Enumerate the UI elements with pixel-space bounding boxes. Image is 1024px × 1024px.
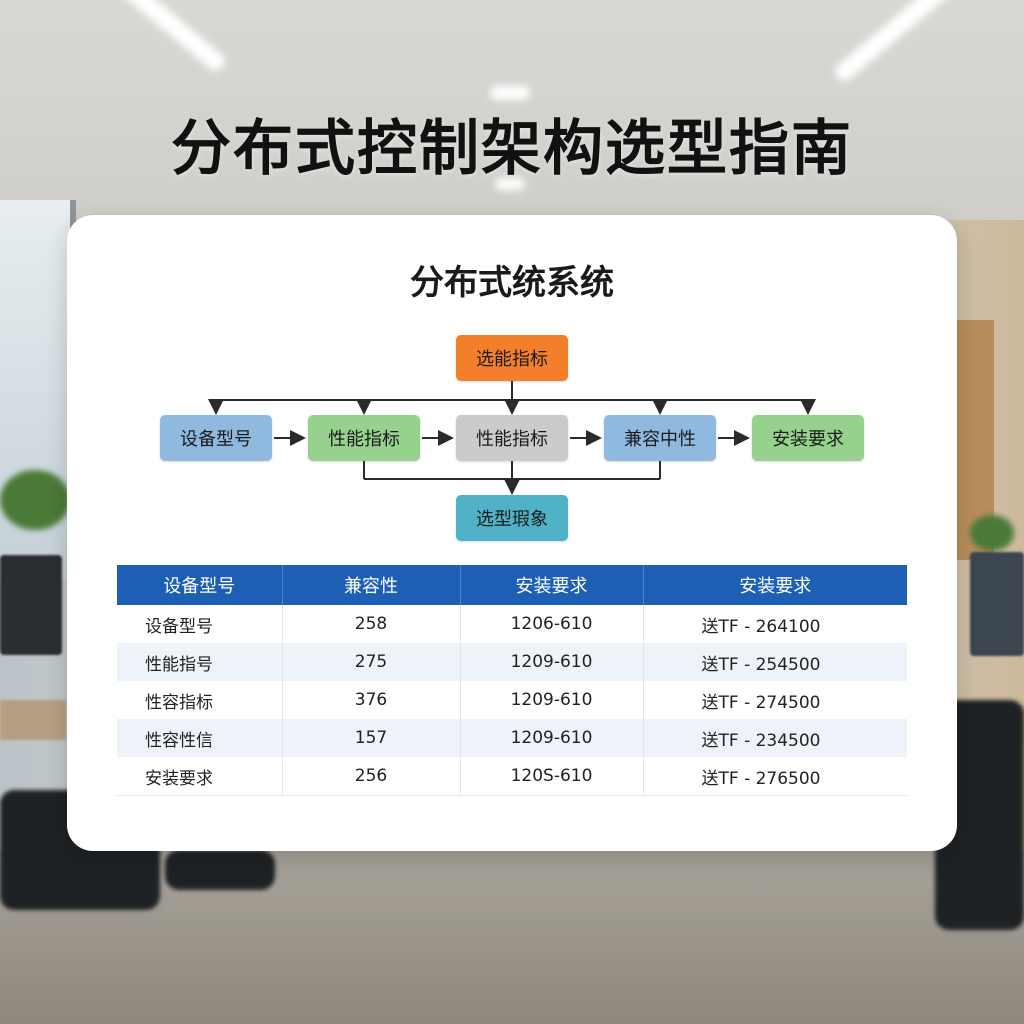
column-header-model: 设备型号 — [117, 565, 283, 605]
office-chair — [165, 850, 275, 890]
flow-node-2: 性能指标 — [308, 415, 420, 461]
plant — [0, 470, 70, 530]
table-row: 性容指标 376 1209-610 送TF - 274500 — [117, 681, 907, 719]
table-cell: 性容指标 — [117, 681, 283, 719]
table-cell: 1209-610 — [460, 681, 644, 719]
table-cell: 376 — [282, 681, 461, 719]
plant — [970, 515, 1014, 551]
column-header-install-2: 安装要求 — [643, 565, 907, 605]
table-cell: 送TF - 264100 — [643, 605, 907, 643]
table-cell: 275 — [282, 643, 461, 681]
flow-node-1: 设备型号 — [160, 415, 272, 461]
table-cell: 258 — [282, 605, 461, 643]
table-cell: 送TF - 254500 — [643, 643, 907, 681]
diagram-title: 分布式统系统 — [410, 263, 614, 303]
table-row: 安装要求 256 120S-610 送TF - 276500 — [117, 757, 907, 796]
table-header-row: 设备型号 兼容性 安装要求 安装要求 — [117, 565, 907, 605]
spec-table: 设备型号 兼容性 安装要求 安装要求 设备型号 258 1206-610 送TF… — [117, 565, 907, 796]
table-cell: 120S-610 — [460, 757, 644, 796]
column-header-compatibility: 兼容性 — [282, 565, 461, 605]
ceiling-light — [490, 86, 530, 100]
table-cell: 1209-610 — [460, 719, 644, 757]
flow-node-3: 性能指标 — [456, 415, 568, 461]
connector-lines — [208, 381, 816, 495]
flow-diagram: 选能指标 设备型号 性能指标 性能指标 兼容中性 安装要求 选型瑕象 — [67, 215, 957, 555]
flow-node-top: 选能指标 — [456, 335, 568, 381]
table-cell: 送TF - 234500 — [643, 719, 907, 757]
table-cell: 安装要求 — [117, 757, 283, 796]
ceiling-light — [495, 178, 525, 190]
table-cell: 送TF - 276500 — [643, 757, 907, 796]
page-title: 分布式控制架构选型指南 — [171, 114, 853, 184]
table-cell: 256 — [282, 757, 461, 796]
table-cell: 157 — [282, 719, 461, 757]
flow-node-5: 安装要求 — [752, 415, 864, 461]
table-cell: 1209-610 — [460, 643, 644, 681]
table-row: 设备型号 258 1206-610 送TF - 264100 — [117, 605, 907, 643]
table-cell: 1206-610 — [460, 605, 644, 643]
flow-node-4: 兼容中性 — [604, 415, 716, 461]
column-header-install: 安装要求 — [460, 565, 644, 605]
table-cell: 送TF - 274500 — [643, 681, 907, 719]
table-row: 性容性信 157 1209-610 送TF - 234500 — [117, 719, 907, 757]
content-card: 分布式统系统 选能指标 — [67, 215, 957, 851]
flow-node-bottom: 选型瑕象 — [456, 495, 568, 541]
monitor — [970, 552, 1024, 656]
ceiling — [0, 0, 1024, 230]
table-cell: 性容性信 — [117, 719, 283, 757]
monitor — [0, 555, 62, 655]
table-row: 性能指号 275 1209-610 送TF - 254500 — [117, 643, 907, 681]
desk — [0, 700, 66, 740]
table-cell: 设备型号 — [117, 605, 283, 643]
table-cell: 性能指号 — [117, 643, 283, 681]
